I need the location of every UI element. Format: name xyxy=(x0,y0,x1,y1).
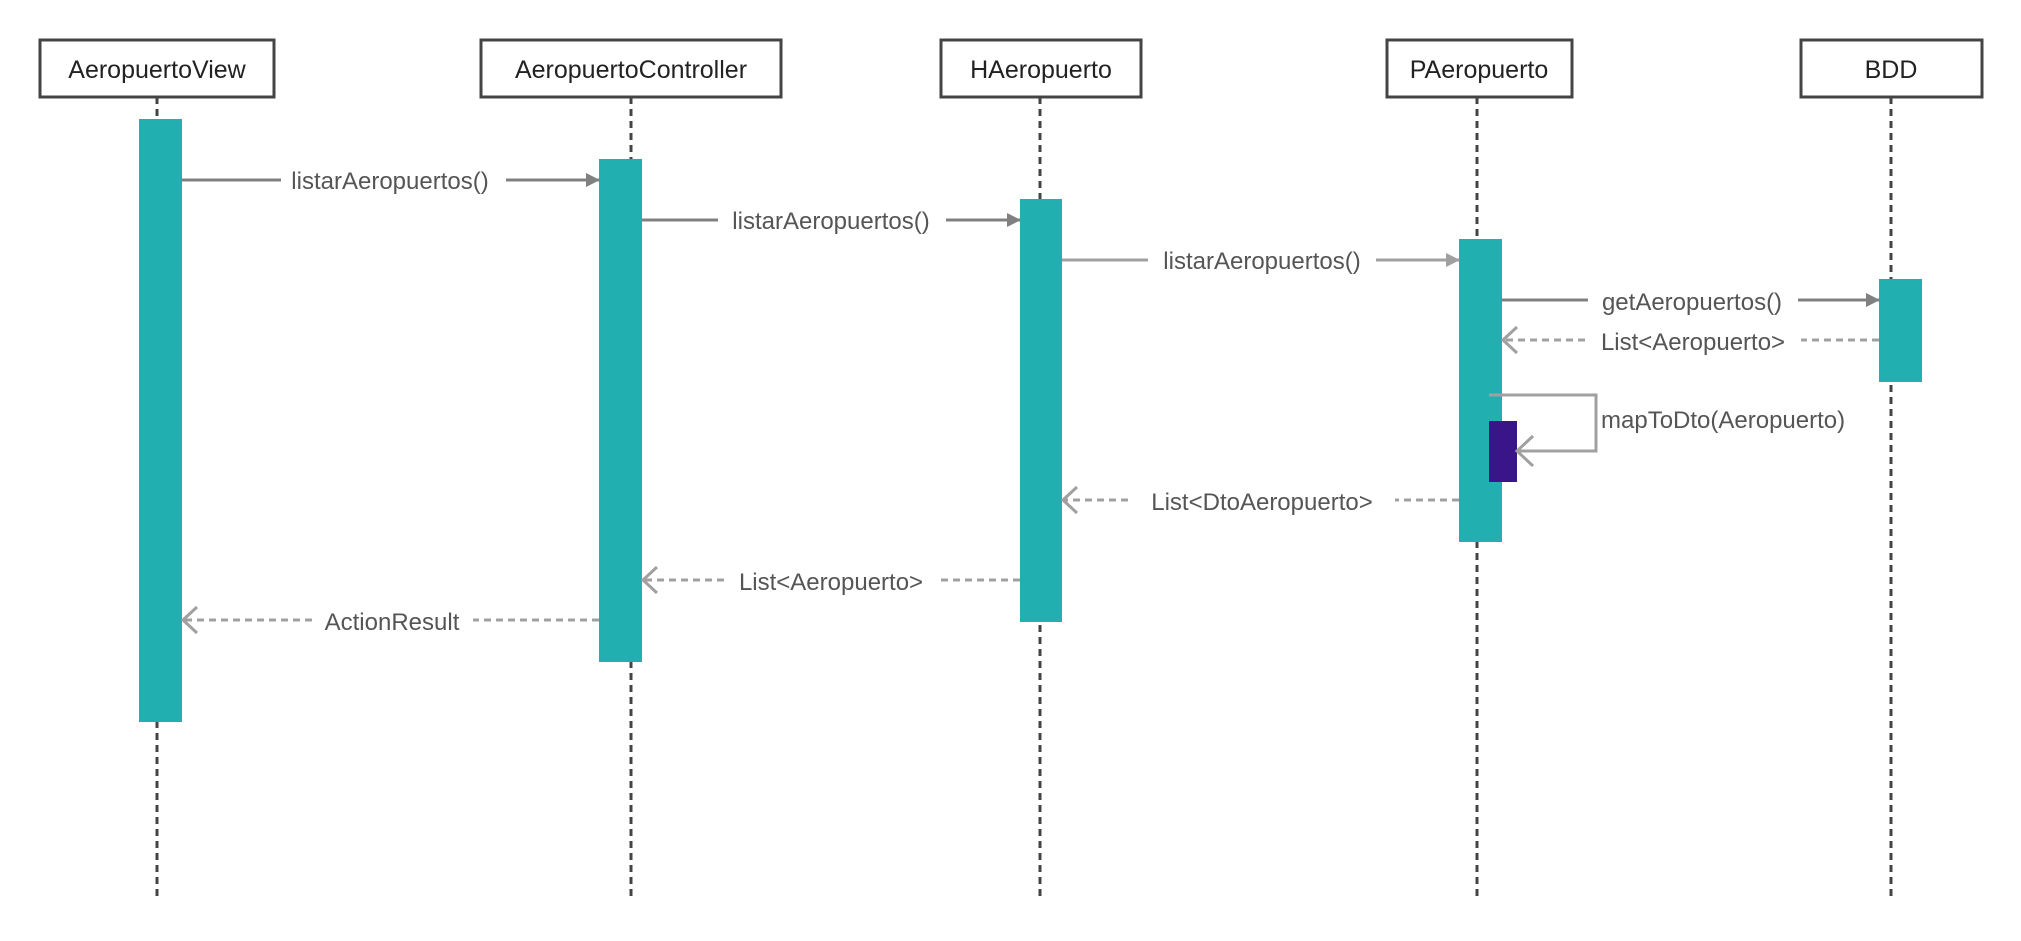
message-label: List<DtoAeropuerto> xyxy=(1151,489,1372,516)
participant-name: AeropuertoController xyxy=(515,56,747,84)
message-4: getAeropuertos() xyxy=(1502,289,1880,316)
participant-view: AeropuertoView xyxy=(38,38,276,99)
message-8: List<Aeropuerto> xyxy=(640,565,1020,596)
message-label: List<Aeropuerto> xyxy=(739,569,923,596)
participant-name: AeropuertoView xyxy=(68,56,246,84)
participant-controller: AeropuertoController xyxy=(479,38,783,99)
message-label: listarAeropuertos() xyxy=(1163,248,1360,275)
activation-p-self xyxy=(1489,421,1517,482)
message-label: listarAeropuertos() xyxy=(732,208,929,235)
message-7: List<DtoAeropuerto> xyxy=(1060,485,1459,516)
participant-bdd: BDD xyxy=(1799,38,1984,99)
message-label: getAeropuertos() xyxy=(1602,289,1782,316)
participant-name: HAeropuerto xyxy=(970,56,1112,84)
activation-view xyxy=(139,119,182,722)
message-label: mapToDto(Aeropuerto) xyxy=(1601,407,1845,434)
message-2: listarAeropuertos() xyxy=(642,208,1021,235)
participant-p: PAeropuerto xyxy=(1385,38,1574,99)
message-1: listarAeropuertos() xyxy=(182,168,600,195)
activation-h xyxy=(1020,199,1062,622)
message-6-self: mapToDto(Aeropuerto) xyxy=(1489,393,1845,468)
message-9: ActionResult xyxy=(180,605,599,636)
message-label: ActionResult xyxy=(325,609,460,636)
participant-name: BDD xyxy=(1865,56,1918,84)
activation-controller xyxy=(599,159,642,662)
participant-h: HAeropuerto xyxy=(939,38,1143,99)
message-label: listarAeropuertos() xyxy=(291,168,488,195)
participant-name: PAeropuerto xyxy=(1410,56,1549,84)
activation-bdd xyxy=(1879,279,1922,382)
message-5: List<Aeropuerto> xyxy=(1500,325,1879,356)
activation-p xyxy=(1459,239,1502,542)
message-label: List<Aeropuerto> xyxy=(1601,329,1785,356)
message-3: listarAeropuertos() xyxy=(1062,248,1460,275)
